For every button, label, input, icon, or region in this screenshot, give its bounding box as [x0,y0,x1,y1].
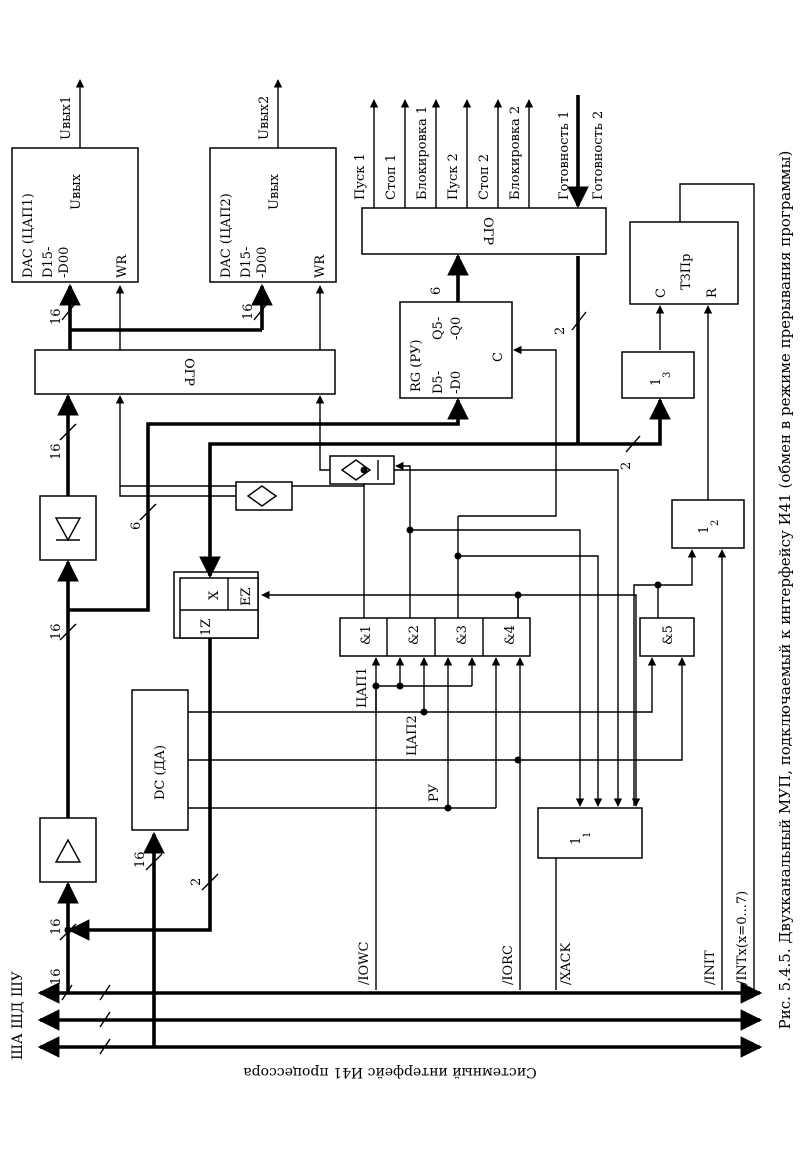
dac2-d: D15- [239,247,254,278]
and-gates-row: &1 &2 &3 &4 [339,617,531,657]
or-gate-2: 1 2 [671,499,745,549]
ctrl-out-4: Пуск 2 [446,153,461,200]
orp-ctrl-label: ОГР [480,217,495,245]
ready-input-2: Готовность 2 [591,111,606,200]
output-buffer [39,495,97,561]
bits-dac1: 16 [49,308,64,325]
or2-sub: 2 [710,520,721,526]
orp-main-block: ОГР [34,349,336,395]
and5-label: &5 [661,625,676,645]
ctrl-out-3: Блокировка 1 [415,106,430,200]
or-gate-1: 1 1 [537,807,643,859]
or1-sub: 1 [582,832,593,838]
interrupt-flipflop: ТЗПр C R [629,221,739,305]
and4-label: &4 [503,625,518,645]
dc-out-2: ЦАП2 [405,715,420,756]
rg-c: C [491,352,506,362]
dac1-title: DAC (ЦАП1) [21,193,36,278]
bus-width-label: 16 [49,968,64,985]
or3-sub: 3 [662,372,673,378]
signal-iowc: /IOWC [357,941,372,985]
dac1-out: Uвых [69,173,84,210]
and3-label: &3 [455,625,470,645]
ctrl-out-1: Пуск 1 [353,153,368,200]
bits-dc: 16 [133,851,148,868]
rg-d: D5- [431,371,446,394]
multiplexer: X EZ 1Z [173,571,259,639]
orp-main-label: ОГР [181,358,196,386]
ctrl-out-6: Блокировка 2 [508,106,523,200]
rg-bits: 6 [429,287,444,295]
bits-or3: 2 [619,462,634,470]
dc-label: DC (ДА) [153,745,168,800]
register-block: RG (РУ) Q5- -Q0 D5- -D0 C [399,301,513,399]
signal-iorc: /IORC [501,945,516,985]
ready-input-1: Готовность 1 [557,111,572,200]
bits-top: 16 [49,443,64,460]
dac2-block: DAC (ЦАП2) D15- -D00 WR Uвых [209,147,337,283]
dac1-wr: WR [115,254,130,278]
dac2-wr: WR [313,254,328,278]
mux-z: 1Z [199,619,214,636]
ff-c: C [654,288,669,298]
and2-label: &2 [407,625,422,645]
ff-title: ТЗПр [679,254,694,290]
dac1-d2: -D00 [57,247,72,278]
mux-x: X [207,590,222,600]
and1-label: &1 [359,625,374,645]
and-gate-5: &5 [639,617,695,657]
ctrl-out-5: Стоп 2 [477,154,492,200]
signal-intx: /INTx(x=0...7) [735,891,750,985]
bus-title: Системный интерфейс И41 процессора [243,1064,536,1080]
ff-r: R [705,287,720,298]
dac2-output-label: Uвых2 [257,96,272,140]
control-outputs: Пуск 1 Стоп 1 Блокировка 1 Пуск 2 Стоп 2… [353,99,534,208]
figure-caption: Рис. 5.4.5. Двухканальный МУП, подключае… [776,151,794,1030]
system-bus: 16 [37,968,763,1058]
dac2-out: Uвых [267,173,282,210]
or3-label: 1 [649,378,664,386]
mux-ez: EZ [239,587,254,606]
rg-title: RG (РУ) [409,339,424,392]
dac1-output-label: Uвых1 [59,96,74,140]
rg-q: Q5- [431,317,446,340]
signal-xack: /XACK [559,942,574,985]
bits-in: 16 [49,918,64,935]
bus-lines-label: ША ШД ШУ [10,971,26,1060]
or-gate-3: 1 3 [621,351,695,399]
dac2-title: DAC (ЦАП2) [219,193,234,278]
dac2-d2: -D00 [255,247,270,278]
rg-q2: -Q0 [449,317,464,340]
or1-label: 1 [569,837,584,845]
bits-mid: 16 [49,623,64,640]
input-buffer [39,817,97,883]
bits-rg: 6 [129,522,144,530]
orp-ctrl-block: ОГР [361,207,607,255]
dc-out-3: РУ [427,783,442,802]
or2-label: 1 [697,526,712,534]
bits-dac2: 16 [241,303,256,320]
bits-ready: 2 [553,327,568,335]
ctrl-out-2: Стоп 1 [384,154,399,200]
junction-dots [64,466,662,934]
bits-mux: 2 [189,878,204,886]
rg-d2: -D0 [449,371,464,394]
dc-out-1: ЦАП1 [355,667,370,708]
read-buffer [235,481,293,511]
dac1-d: D15- [41,247,56,278]
address-decoder: DC (ДА) [131,689,189,831]
signal-init: /INIT [703,950,718,985]
dac1-block: DAC (ЦАП1) D15- -D00 WR Uвых [11,147,139,283]
